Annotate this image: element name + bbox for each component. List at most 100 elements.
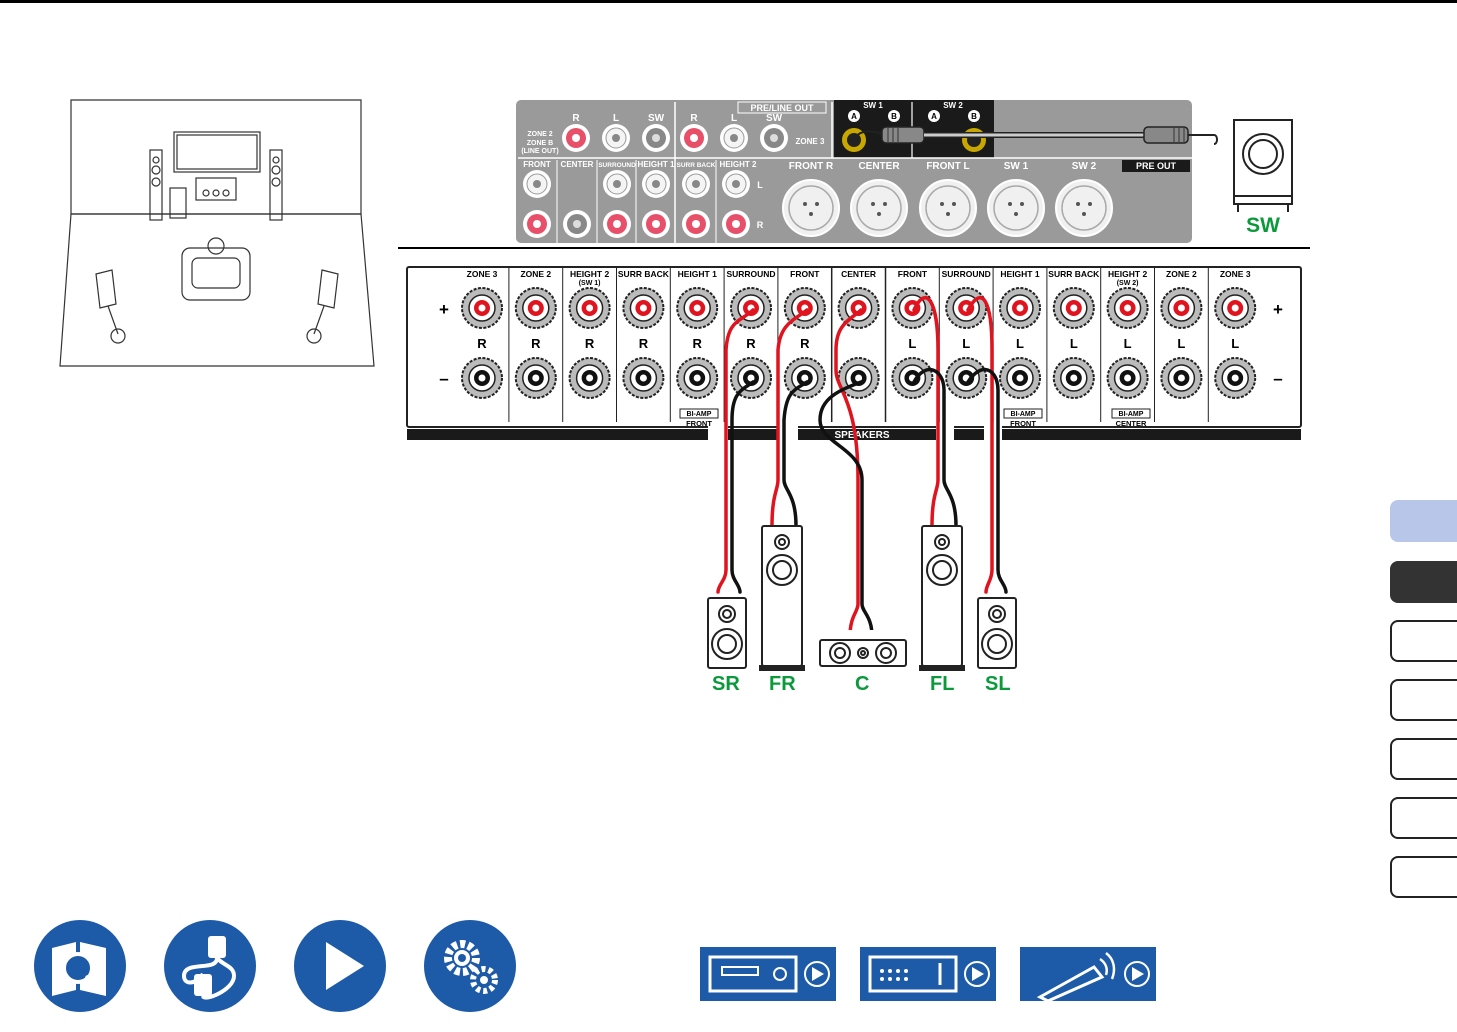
pre-line-out-label: PRE/LINE OUT [750, 103, 814, 113]
terminal-side-label: R [585, 336, 595, 351]
xlr-front-l-label: FRONT L [926, 161, 969, 172]
terminal-side-label: L [962, 336, 970, 351]
terminal-channel-10: HEIGHT 1L [992, 268, 1041, 422]
pre-out-label: PRE OUT [1136, 161, 1177, 171]
nav-play-button[interactable] [294, 920, 386, 1012]
sw2-port-b: B [971, 112, 977, 121]
plus-left: + [439, 300, 449, 319]
subwoofer-cable [855, 126, 1218, 145]
terminal-channel-label: SURROUND [726, 269, 775, 279]
terminal-channel-label: SURR BACK [618, 269, 670, 279]
play-icon [326, 942, 364, 990]
terminal-channel-label: ZONE 3 [467, 269, 498, 279]
terminal-channel-label: SURROUND [942, 269, 991, 279]
terminal-side-label: R [800, 336, 810, 351]
terminal-channel-14: ZONE 3L [1207, 268, 1257, 422]
terminal-channel-6: FRONT R [777, 268, 826, 422]
nav-rear-panel-button[interactable] [860, 947, 996, 1001]
terminal-channel-2: HEIGHT 2(SW 1)R [562, 268, 611, 422]
terminal-side-label: R [477, 336, 487, 351]
terminal-channel-label: SURR BACK [1048, 269, 1100, 279]
side-tab-1[interactable] [1390, 500, 1457, 542]
side-tab-2-active[interactable] [1390, 561, 1457, 603]
xlr-front-r-label: FRONT R [789, 161, 834, 172]
terminal-channel-8: FRONT L [884, 268, 934, 422]
xlr-outputs: FRONT R CENTER FRONT L SW 1 SW 2 PRE OUT [782, 160, 1190, 237]
section-divider [398, 247, 1310, 249]
label-sl: SL [985, 673, 1011, 695]
row2-r-label: R [757, 220, 764, 230]
speaker-wires [716, 295, 1008, 630]
nav-connection-button[interactable] [164, 920, 256, 1012]
terminal-side-label: R [639, 336, 649, 351]
speakers-label: SPEAKERS [834, 430, 889, 441]
row2-surrback-label: SURR BACK [677, 162, 716, 169]
terminal-side-label: R [746, 336, 756, 351]
terminal-channel-11: SURR BACK L [1046, 268, 1100, 422]
terminal-side-label: L [1177, 336, 1185, 351]
front-panel-icon [708, 955, 830, 993]
top-rule [0, 0, 1457, 3]
plus-right: + [1273, 300, 1283, 319]
zone3-r-label: R [690, 113, 698, 124]
terminal-side-label: L [1124, 336, 1132, 351]
minus-left: – [439, 369, 448, 388]
room-layout-illustration [59, 99, 375, 367]
terminal-channel-label: FRONT [898, 269, 928, 279]
side-tab-4[interactable] [1390, 679, 1457, 721]
terminal-channel-label: FRONT [790, 269, 820, 279]
terminal-side-label: L [908, 336, 916, 351]
speaker-set [707, 525, 1017, 671]
terminal-channel-label: ZONE 2 [520, 269, 551, 279]
biamp-left-label: BI-AMP [687, 411, 712, 418]
terminal-side-label: L [1070, 336, 1078, 351]
label-sr: SR [712, 673, 740, 695]
manual-icon [52, 942, 106, 996]
row2-surround-label: SURROUND [598, 162, 636, 169]
center-speaker [819, 639, 907, 667]
terminal-channel-sublabel: (SW 1) [579, 280, 601, 287]
sw1-port-a: A [851, 112, 857, 121]
nav-remote-button[interactable] [1020, 947, 1156, 1001]
terminal-channel-9: SURROUND L [938, 268, 991, 422]
connection-icon [181, 936, 237, 1000]
terminal-channel-label: HEIGHT 2 [1108, 269, 1147, 279]
biamp-center-right-label: BI-AMP [1119, 411, 1144, 418]
side-tab-6[interactable] [1390, 797, 1457, 839]
terminal-channel-label: HEIGHT 1 [1000, 269, 1039, 279]
biamp-center: CENTER [1116, 419, 1147, 428]
side-tab-5[interactable] [1390, 738, 1457, 780]
rear-panel-icon [868, 955, 990, 993]
sw2-top-label: SW 2 [943, 101, 963, 110]
sw2-port-a: A [931, 112, 937, 121]
zone3-label: ZONE 3 [796, 137, 825, 146]
zone2-l-label: L [613, 113, 619, 124]
front-left-speaker [919, 525, 965, 671]
terminal-channel-label: CENTER [841, 269, 876, 279]
terminal-side-label: R [693, 336, 703, 351]
zoneb-label: ZONE B [527, 140, 553, 147]
nav-manual-button[interactable] [34, 920, 126, 1012]
terminal-channel-13: ZONE 2L [1154, 268, 1203, 422]
row2-height2-label: HEIGHT 2 [720, 160, 757, 169]
nav-front-panel-button[interactable] [700, 947, 836, 1001]
side-tab-3[interactable] [1390, 620, 1457, 662]
xlr-sw2-label: SW 2 [1072, 161, 1097, 172]
terminal-channel-label: ZONE 3 [1220, 269, 1251, 279]
label-fl: FL [930, 673, 955, 695]
minus-right: – [1273, 369, 1282, 388]
nav-settings-button[interactable] [424, 920, 516, 1012]
label-fr: FR [769, 673, 796, 695]
rca-jacks-bottom: FRONT CENTER SURROUND HEIGHT 1 SURR BACK… [523, 160, 764, 243]
terminal-channel-4: HEIGHT 1R [669, 268, 719, 422]
row2-center-label: CENTER [561, 160, 594, 169]
speaker-labels: SR FR C FL SL [704, 673, 1024, 699]
settings-icon [444, 940, 498, 994]
surround-left-speaker [977, 597, 1017, 669]
row2-front-label: FRONT [523, 160, 551, 169]
line-out-label: (LINE OUT) [521, 148, 558, 155]
biamp-front-right: FRONT [1010, 419, 1036, 428]
row2-l-label: L [757, 180, 763, 190]
side-tab-7[interactable] [1390, 856, 1457, 898]
terminal-channel-5: SURROUND R [723, 268, 776, 422]
